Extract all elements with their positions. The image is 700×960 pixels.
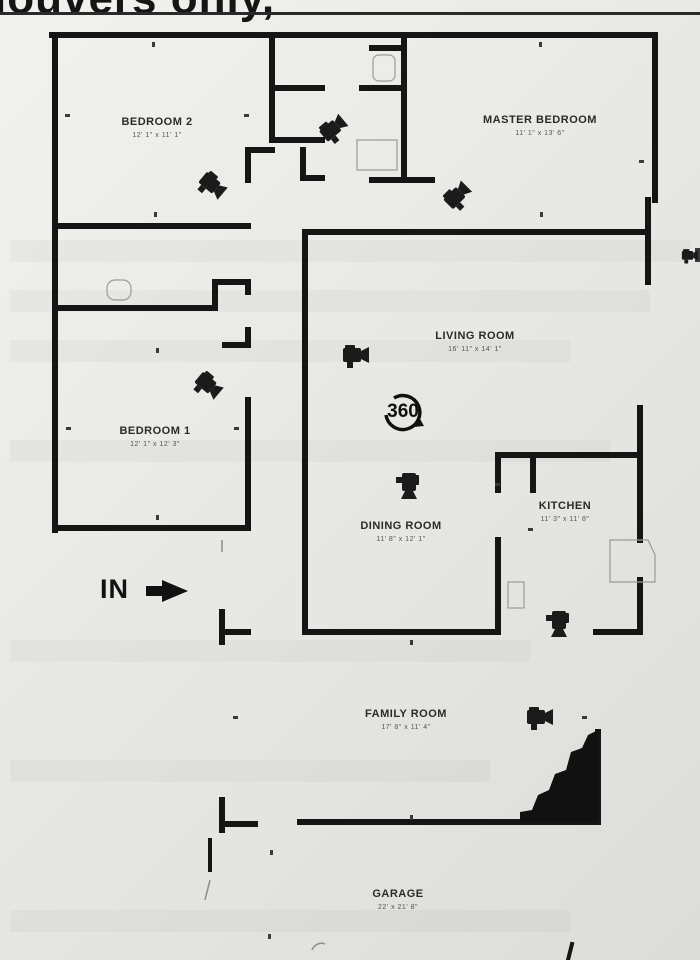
camera-icon[interactable] xyxy=(524,702,556,734)
camera-icon[interactable] xyxy=(542,608,574,640)
kitchen-bay-fixture xyxy=(609,539,656,583)
room-label-family-room: FAMILY ROOM 17' 8" x 11' 4" xyxy=(365,708,447,731)
room-name: BEDROOM 2 xyxy=(121,116,193,128)
room-name: MASTER BEDROOM xyxy=(483,114,597,126)
entry-arrow-icon xyxy=(146,580,188,602)
room-label-living-room: LIVING ROOM 16' 11" x 14' 1" xyxy=(435,330,514,353)
door-swings xyxy=(204,540,326,951)
header-rule xyxy=(0,12,700,15)
room-label-dining-room: DINING ROOM 11' 8" x 12' 1" xyxy=(360,520,441,543)
room-label-kitchen: KITCHEN 11' 3" x 11' 8" xyxy=(539,500,591,523)
wall-garage-east xyxy=(565,941,575,960)
walls xyxy=(49,32,658,960)
camera-icon[interactable] xyxy=(192,370,224,402)
room-label-bedroom-1: BEDROOM 1 12' 1" x 12' 3" xyxy=(119,425,190,448)
room-label-garage: GARAGE 22' x 21' 8" xyxy=(372,888,423,911)
room-name: KITCHEN xyxy=(538,500,592,512)
header-title-fragment: louvers only, xyxy=(0,0,275,24)
entry-label: IN xyxy=(100,574,129,604)
room-name: LIVING ROOM xyxy=(435,330,515,342)
room-label-master-bedroom: MASTER BEDROOM 11' 1" x 13' 6" xyxy=(483,114,597,137)
bath-vanity-fixture xyxy=(356,139,398,171)
camera-icon[interactable] xyxy=(442,180,474,212)
room-dimensions: 11' 1" x 13' 6" xyxy=(515,130,565,137)
room-dimensions: 12' 1" x 11' 1" xyxy=(132,132,182,139)
toilet-fixture xyxy=(372,54,396,82)
kitchen-appliance-fixture xyxy=(507,581,525,609)
tour-360-label: 360 xyxy=(387,401,419,422)
camera-icon[interactable] xyxy=(318,113,350,145)
camera-icon[interactable] xyxy=(680,244,700,268)
room-label-bedroom-2: BEDROOM 2 12' 1" x 11' 1" xyxy=(121,116,192,139)
room-dimensions: 12' 1" x 12' 3" xyxy=(130,441,180,448)
room-name: FAMILY ROOM xyxy=(365,708,447,720)
camera-icon[interactable] xyxy=(392,470,424,502)
outlet-ticks xyxy=(65,42,700,939)
rotate-360-icon xyxy=(384,393,424,432)
room-dimensions: 16' 11" x 14' 1" xyxy=(448,346,502,353)
tour-360-badge[interactable]: 360 xyxy=(380,393,426,433)
room-name: BEDROOM 1 xyxy=(119,425,191,437)
room-dimensions: 17' 8" x 11' 4" xyxy=(381,724,431,731)
sink-fixture xyxy=(106,279,132,301)
room-name: DINING ROOM xyxy=(360,520,442,532)
camera-icon[interactable] xyxy=(196,170,228,202)
room-dimensions: 22' x 21' 8" xyxy=(378,904,418,911)
stairs-fill xyxy=(520,730,598,822)
room-name: GARAGE xyxy=(372,888,424,900)
fixtures xyxy=(106,54,656,609)
room-dimensions: 11' 8" x 12' 1" xyxy=(376,536,426,543)
room-dimensions: 11' 3" x 11' 8" xyxy=(540,516,590,523)
camera-icon[interactable] xyxy=(340,340,372,372)
